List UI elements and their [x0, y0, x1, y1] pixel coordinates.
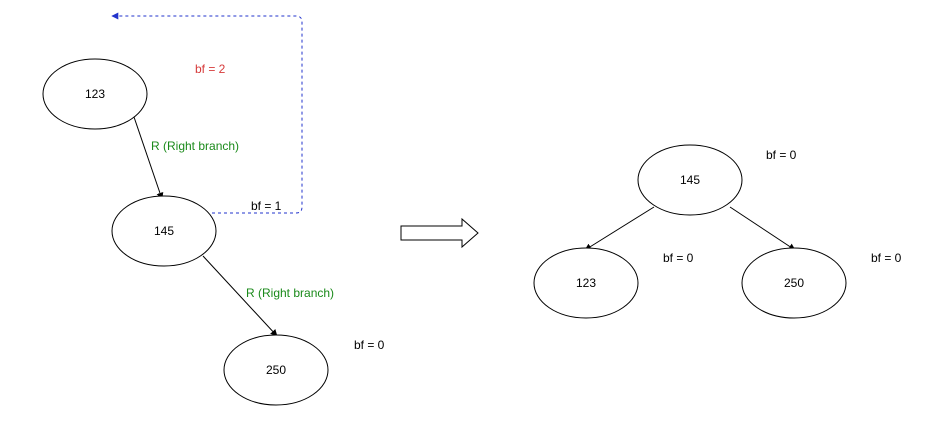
edge-root-to-mid: [133, 116, 164, 200]
tree-node: 123: [42, 58, 148, 130]
node-label: 145: [680, 173, 700, 187]
rotation-path: [111, 12, 303, 214]
edge-mid-to-leaf: [202, 255, 278, 337]
after-tree: 145 123 250 bf = 0 bf = 0 bf = 0: [533, 144, 902, 319]
tree-node: 145: [111, 195, 217, 267]
balance-factor-critical: bf = 2: [195, 62, 226, 76]
branch-label: R (Right branch): [151, 139, 239, 153]
node-ellipse: [533, 247, 639, 319]
balance-factor: bf = 0: [663, 251, 694, 265]
tree-node: 145: [637, 144, 743, 216]
tree-node: 123: [533, 247, 639, 319]
balance-factor: bf = 0: [354, 338, 385, 352]
node-label: 123: [85, 87, 105, 101]
node-ellipse: [42, 58, 148, 130]
node-ellipse: [741, 247, 847, 319]
node-label: 145: [154, 224, 174, 238]
edge-root-to-left: [584, 206, 655, 251]
tree-node: 250: [741, 247, 847, 319]
node-ellipse: [111, 195, 217, 267]
node-ellipse: [223, 334, 329, 406]
before-tree: 123 145 250 R (Right branch) R (Right br…: [42, 12, 385, 406]
arrow-right-icon: [400, 217, 479, 249]
node-label: 123: [576, 276, 596, 290]
balance-factor: bf = 1: [251, 199, 282, 213]
node-label: 250: [266, 363, 286, 377]
node-label: 250: [784, 276, 804, 290]
balance-factor: bf = 0: [871, 251, 902, 265]
tree-node: 250: [223, 334, 329, 406]
branch-label: R (Right branch): [246, 286, 334, 300]
edge-root-to-right: [729, 206, 796, 251]
node-ellipse: [637, 144, 743, 216]
balance-factor: bf = 0: [766, 148, 797, 162]
